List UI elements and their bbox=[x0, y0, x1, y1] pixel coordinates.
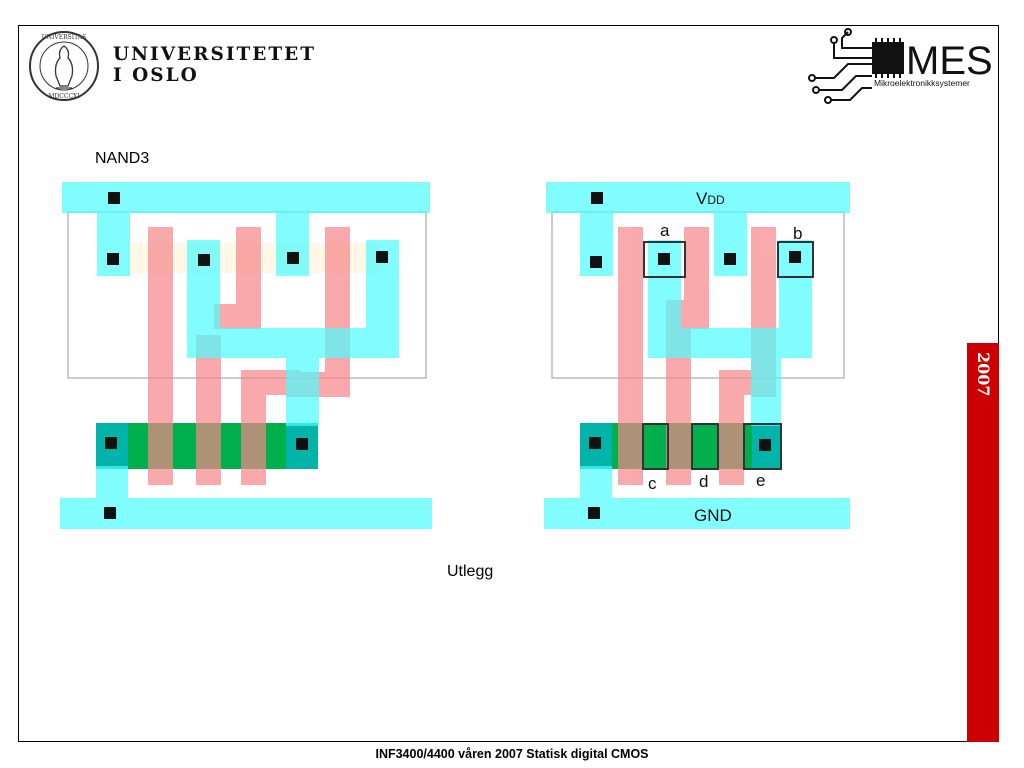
year-sidebar bbox=[967, 343, 999, 742]
node-label-c: c bbox=[648, 474, 657, 493]
node-e-box bbox=[743, 423, 782, 470]
year-label: 2007 bbox=[974, 352, 993, 397]
mes-logo-subtitle: Mikroelektronikksystemer bbox=[874, 78, 970, 88]
node-label-b: b bbox=[793, 224, 802, 243]
uio-seal-logo: UNIVERSITAS MDCCCXI bbox=[29, 31, 99, 101]
vdd-label: VDD bbox=[696, 189, 725, 208]
mes-logo-text: MES bbox=[906, 39, 993, 83]
node-a-box bbox=[643, 241, 686, 278]
caption: Utlegg bbox=[447, 563, 494, 580]
right-highlight-boxes bbox=[642, 241, 814, 470]
node-b-box bbox=[777, 241, 814, 278]
node-label-a: a bbox=[660, 221, 670, 240]
node-d-box bbox=[691, 423, 719, 470]
vdd-label-sub: DD bbox=[707, 193, 725, 207]
university-name-line2: I OSLO bbox=[113, 65, 199, 86]
svg-text:UNIVERSITAS: UNIVERSITAS bbox=[42, 34, 87, 41]
right-layout: VDD GND a b c d e bbox=[544, 182, 850, 529]
right-contacts bbox=[588, 192, 801, 519]
node-c-box bbox=[642, 423, 669, 470]
node-label-e: e bbox=[756, 471, 765, 490]
diagram-title: NAND3 bbox=[95, 150, 150, 167]
university-name-line1: UNIVERSITETET bbox=[113, 44, 317, 65]
footer-course-title: INF3400/4400 våren 2007 Statisk digital … bbox=[375, 747, 649, 761]
node-label-d: d bbox=[699, 472, 708, 491]
university-name: UNIVERSITETET I OSLO bbox=[113, 44, 316, 86]
svg-text:MDCCCXI: MDCCCXI bbox=[48, 93, 80, 100]
left-contacts bbox=[104, 192, 388, 519]
mes-logo: MES Mikroelektronikksystemer bbox=[808, 28, 993, 104]
vdd-label-main: V bbox=[696, 189, 708, 208]
gnd-label: GND bbox=[694, 506, 732, 525]
left-layout bbox=[60, 182, 432, 529]
